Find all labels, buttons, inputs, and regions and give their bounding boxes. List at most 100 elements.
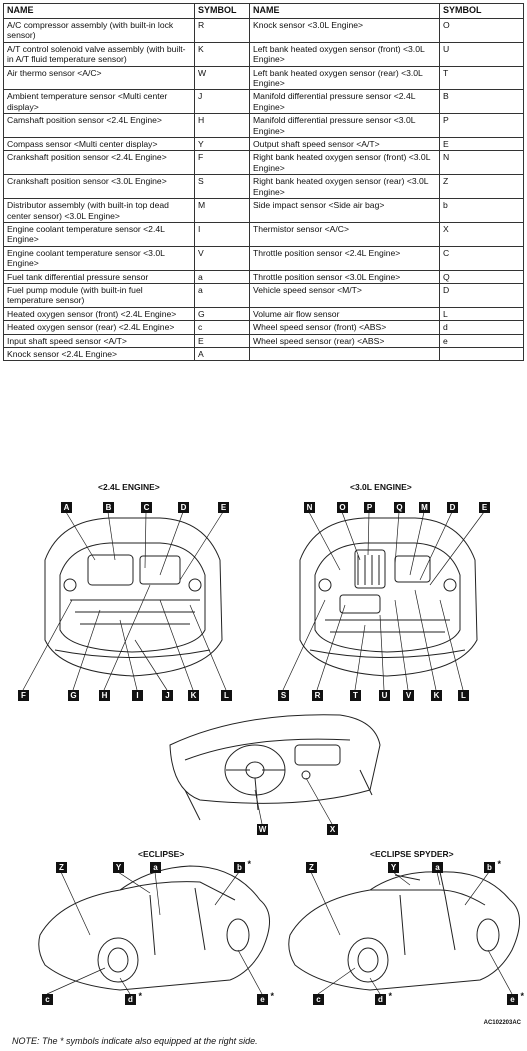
callout-label: K [431, 690, 442, 701]
callout-label: O [337, 502, 348, 513]
sensor-name-cell: Fuel pump module (with built-in fuel tem… [3, 282, 195, 308]
eclipse-spyder-drawing [288, 871, 520, 991]
callout-label: I [132, 690, 143, 701]
callout-label: D [447, 502, 458, 513]
callout-label: W [257, 824, 268, 835]
callout-label: c [42, 994, 53, 1005]
callout-label: a [432, 862, 443, 873]
callout-label: c [313, 994, 324, 1005]
callout-label: Z [56, 862, 67, 873]
symbol-cell: A [194, 346, 250, 362]
sensor-name-cell: Manifold differential pressure sensor <2… [249, 89, 440, 115]
callout-label: d [125, 991, 142, 1005]
symbol-cell [439, 346, 524, 362]
sensor-name-cell: Knock sensor <2.4L Engine> [3, 346, 195, 362]
table-row: Heated oxygen sensor (rear) <2.4L Engine… [3, 320, 524, 335]
callout-label: P [364, 502, 375, 513]
callout-label: G [68, 690, 79, 701]
symbol-cell: X [439, 221, 524, 247]
eclipse-drawing [38, 865, 270, 991]
sensor-name-cell: Right bank heated oxygen sensor (front) … [249, 150, 440, 176]
table-row: Crankshaft position sensor <2.4L Engine>… [3, 150, 524, 176]
callout-label: e [257, 991, 274, 1005]
callout-label: F [18, 690, 29, 701]
symbol-cell: U [439, 41, 524, 67]
callout-label: e [507, 991, 524, 1005]
symbol-cell: a [194, 269, 250, 284]
symbol-cell: N [439, 150, 524, 176]
callout-label: D [178, 502, 189, 513]
callout-label: L [458, 690, 469, 701]
symbol-cell: T [439, 65, 524, 91]
symbol-cell: W [194, 65, 250, 91]
callout-label: Y [113, 862, 124, 873]
callout-label: X [327, 824, 338, 835]
footnote: NOTE: The * symbols indicate also equipp… [12, 1036, 258, 1046]
table-row: Knock sensor <2.4L Engine>A [3, 346, 524, 362]
sensor-name-cell: Distributor assembly (with built-in top … [3, 198, 195, 223]
symbol-cell: V [194, 245, 250, 271]
column-header-symbol: SYMBOL [439, 3, 524, 19]
callout-label: A [61, 502, 72, 513]
symbol-cell: O [439, 18, 524, 43]
sensor-name-cell: A/T control solenoid valve assembly (wit… [3, 41, 195, 67]
sensor-name-cell: Engine coolant temperature sensor <2.4L … [3, 221, 195, 247]
eclipse-caption: <ECLIPSE> [138, 849, 185, 859]
engine-2.4-caption: <2.4L ENGINE> [98, 482, 160, 492]
callout-label: N [304, 502, 315, 513]
engine-3.0-caption: <3.0L ENGINE> [350, 482, 412, 492]
table-header-row: NAME SYMBOL NAME SYMBOL [3, 3, 524, 19]
callout-label: V [403, 690, 414, 701]
sensor-table: NAME SYMBOL NAME SYMBOL A/C compressor a… [3, 3, 524, 362]
symbol-cell: D [439, 282, 524, 308]
sensor-name-cell: Ambient temperature sensor <Multi center… [3, 89, 195, 115]
callout-label: U [379, 690, 390, 701]
drawing-code: AC102203AC [483, 1020, 521, 1026]
sensor-name-cell: Crankshaft position sensor <2.4L Engine> [3, 150, 195, 176]
table-row: Ambient temperature sensor <Multi center… [3, 89, 524, 115]
column-header-name: NAME [249, 3, 440, 19]
callout-label: Z [306, 862, 317, 873]
symbol-cell: R [194, 18, 250, 43]
column-header-name: NAME [3, 3, 195, 19]
symbol-cell: E [439, 137, 524, 152]
sensor-name-cell: Thermistor sensor <A/C> [249, 221, 440, 247]
callout-label: H [99, 690, 110, 701]
callout-label: K [188, 690, 199, 701]
symbol-cell: Q [439, 269, 524, 284]
table-row: Engine coolant temperature sensor <2.4L … [3, 221, 524, 247]
sensor-name-cell: Manifold differential pressure sensor <3… [249, 113, 440, 139]
eclipse-spyder-caption: <ECLIPSE SPYDER> [370, 849, 454, 859]
table-row: Crankshaft position sensor <3.0L Engine>… [3, 174, 524, 200]
callout-label: Y [388, 862, 399, 873]
callout-label: E [218, 502, 229, 513]
sensor-name-cell: Left bank heated oxygen sensor (rear) <3… [249, 65, 440, 91]
symbol-cell: C [439, 245, 524, 271]
callout-label: R [312, 690, 323, 701]
engine-3.0-drawing [299, 517, 478, 677]
callout-label: M [419, 502, 430, 513]
callout-label: a [150, 862, 161, 873]
callout-label: T [350, 690, 361, 701]
callout-label: C [141, 502, 152, 513]
callout-label: E [479, 502, 490, 513]
callout-label: B [103, 502, 114, 513]
callout-label: S [278, 690, 289, 701]
callout-label: L [221, 690, 232, 701]
sensor-name-cell: Output shaft speed sensor <A/T> [249, 137, 440, 152]
callout-label: d [375, 991, 392, 1005]
callout-label: J [162, 690, 173, 701]
engine-2.4-drawing [44, 517, 223, 677]
callout-label: b [234, 859, 251, 873]
sensor-name-cell: A/C compressor assembly (with built-in l… [3, 18, 195, 43]
callout-label: b [484, 859, 501, 873]
dashboard-drawing [169, 714, 381, 821]
callout-label: Q [394, 502, 405, 513]
column-header-symbol: SYMBOL [194, 3, 250, 19]
